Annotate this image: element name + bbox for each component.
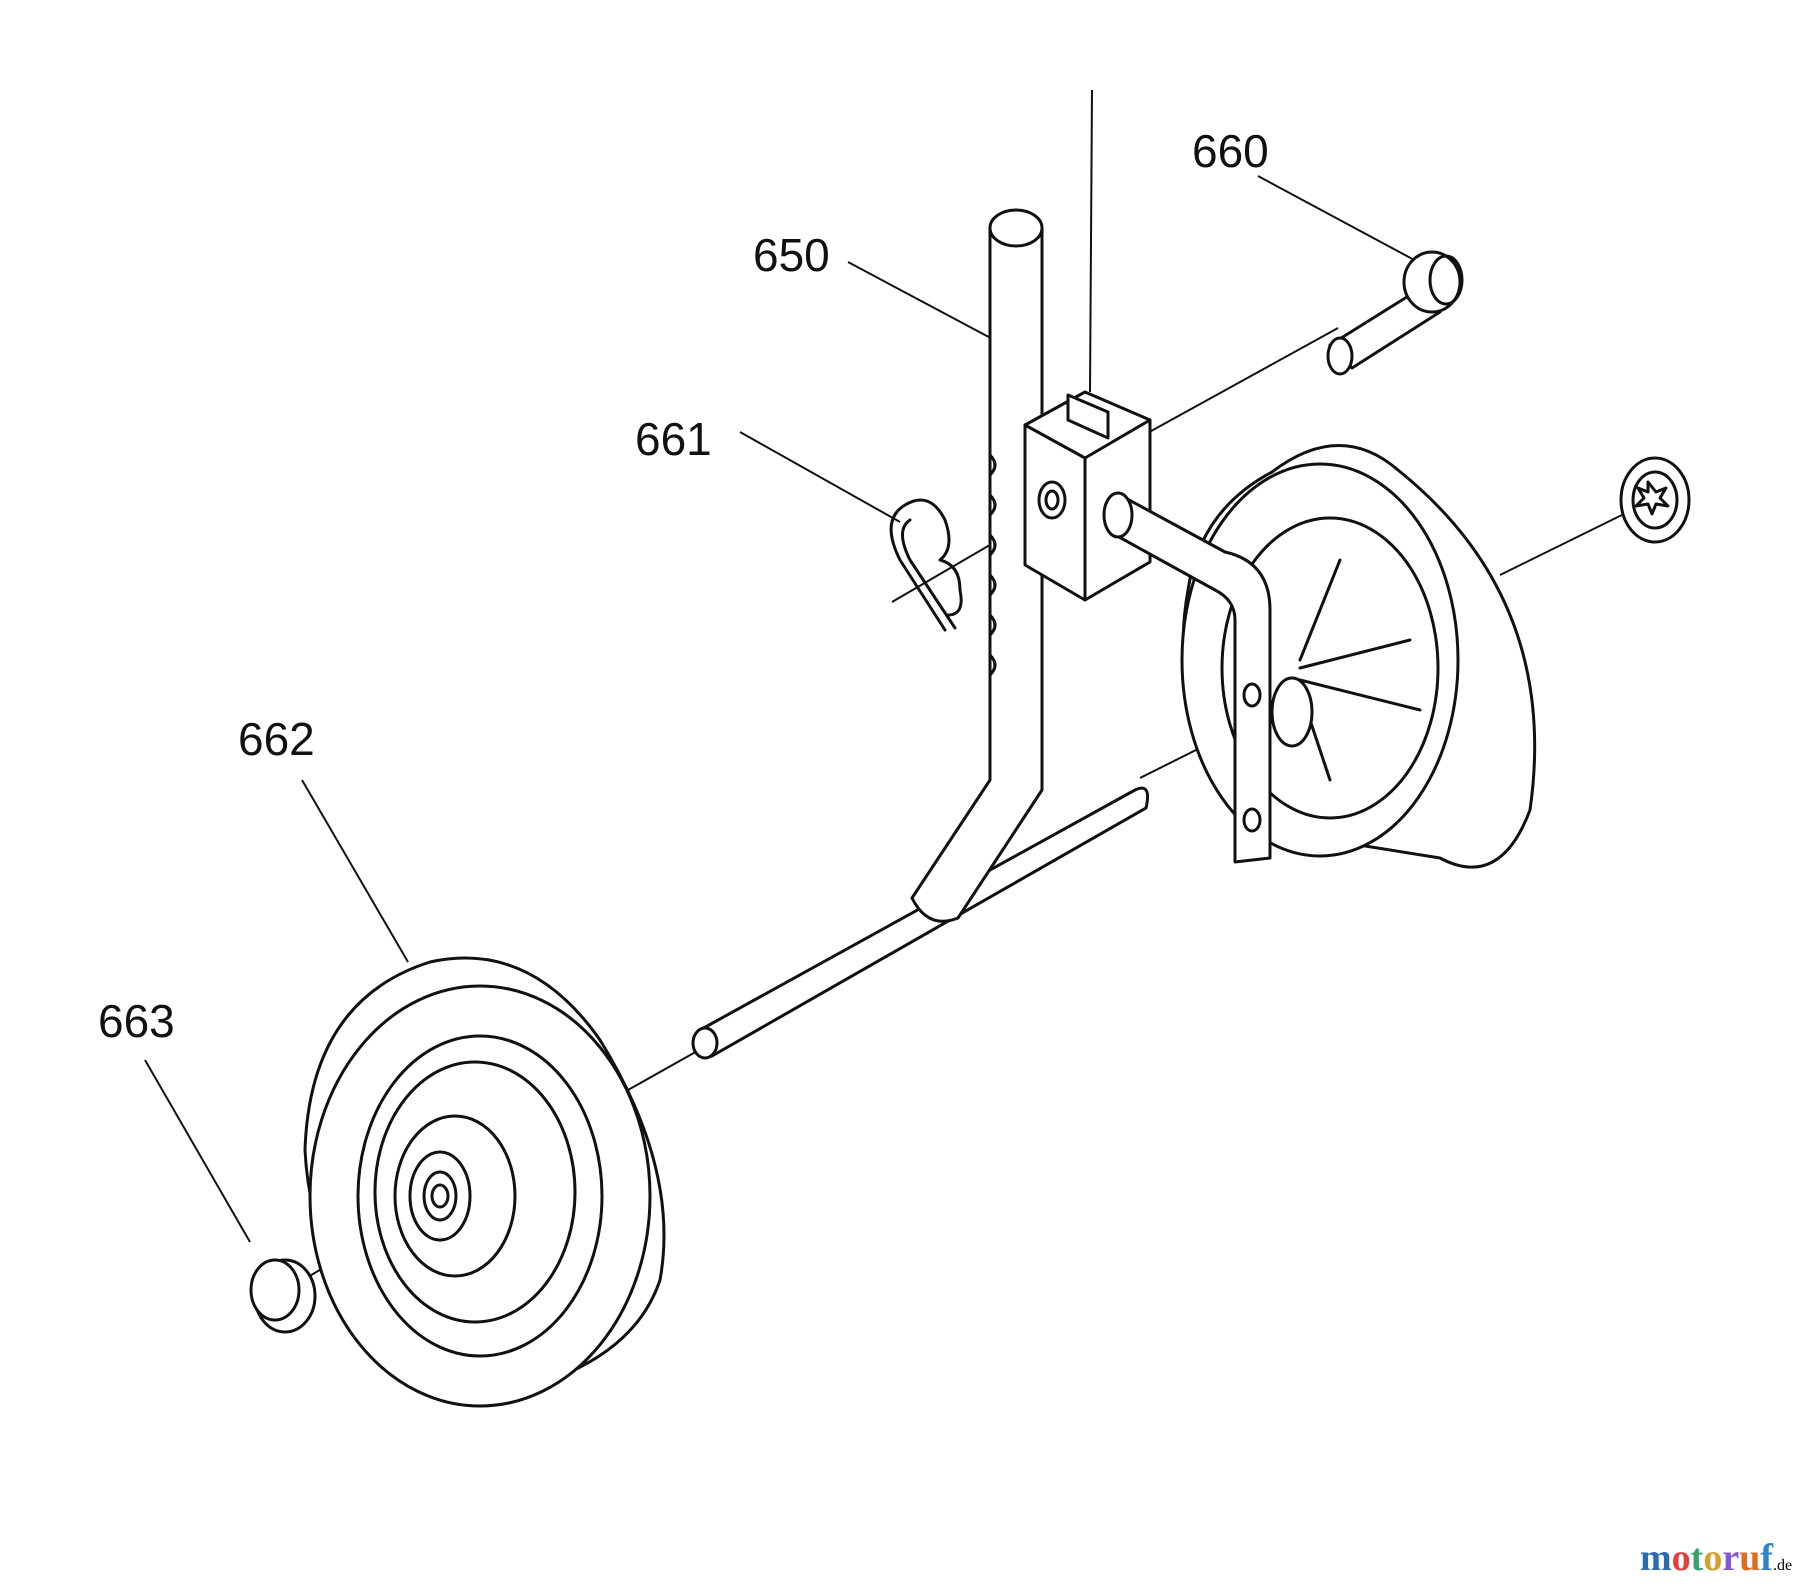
- watermark-letter: o: [1703, 1537, 1723, 1579]
- leader-lines: [144, 89, 1419, 1243]
- watermark-suffix: .de: [1772, 1557, 1793, 1574]
- watermark-letter: r: [1722, 1537, 1740, 1579]
- part-label-661: 661: [635, 413, 712, 465]
- height-notches: [988, 453, 997, 677]
- hub-cap-663: [249, 1258, 317, 1334]
- clamp-block: [1023, 390, 1152, 602]
- wheel-bracket: [1102, 491, 1272, 864]
- watermark-letter: o: [1671, 1537, 1691, 1579]
- bolt-660: [1326, 250, 1464, 376]
- watermark-letter: f: [1760, 1537, 1773, 1579]
- watermark-letter: u: [1739, 1537, 1761, 1579]
- stand-frame-650: [691, 208, 1150, 1060]
- part-label-660: 660: [1192, 125, 1269, 177]
- wheel-662: [303, 956, 666, 1408]
- watermark-text: motoruf: [1640, 1537, 1773, 1579]
- watermark-letter: m: [1640, 1537, 1672, 1579]
- part-label-650: 650: [753, 229, 830, 281]
- push-nut: [1619, 456, 1691, 544]
- hairpin-clip-661: [889, 498, 963, 632]
- watermark-logo: motoruf.de: [1640, 1536, 1792, 1580]
- watermark-letter: t: [1690, 1537, 1704, 1579]
- part-label-663: 663: [98, 995, 175, 1047]
- part-label-662: 662: [238, 713, 315, 765]
